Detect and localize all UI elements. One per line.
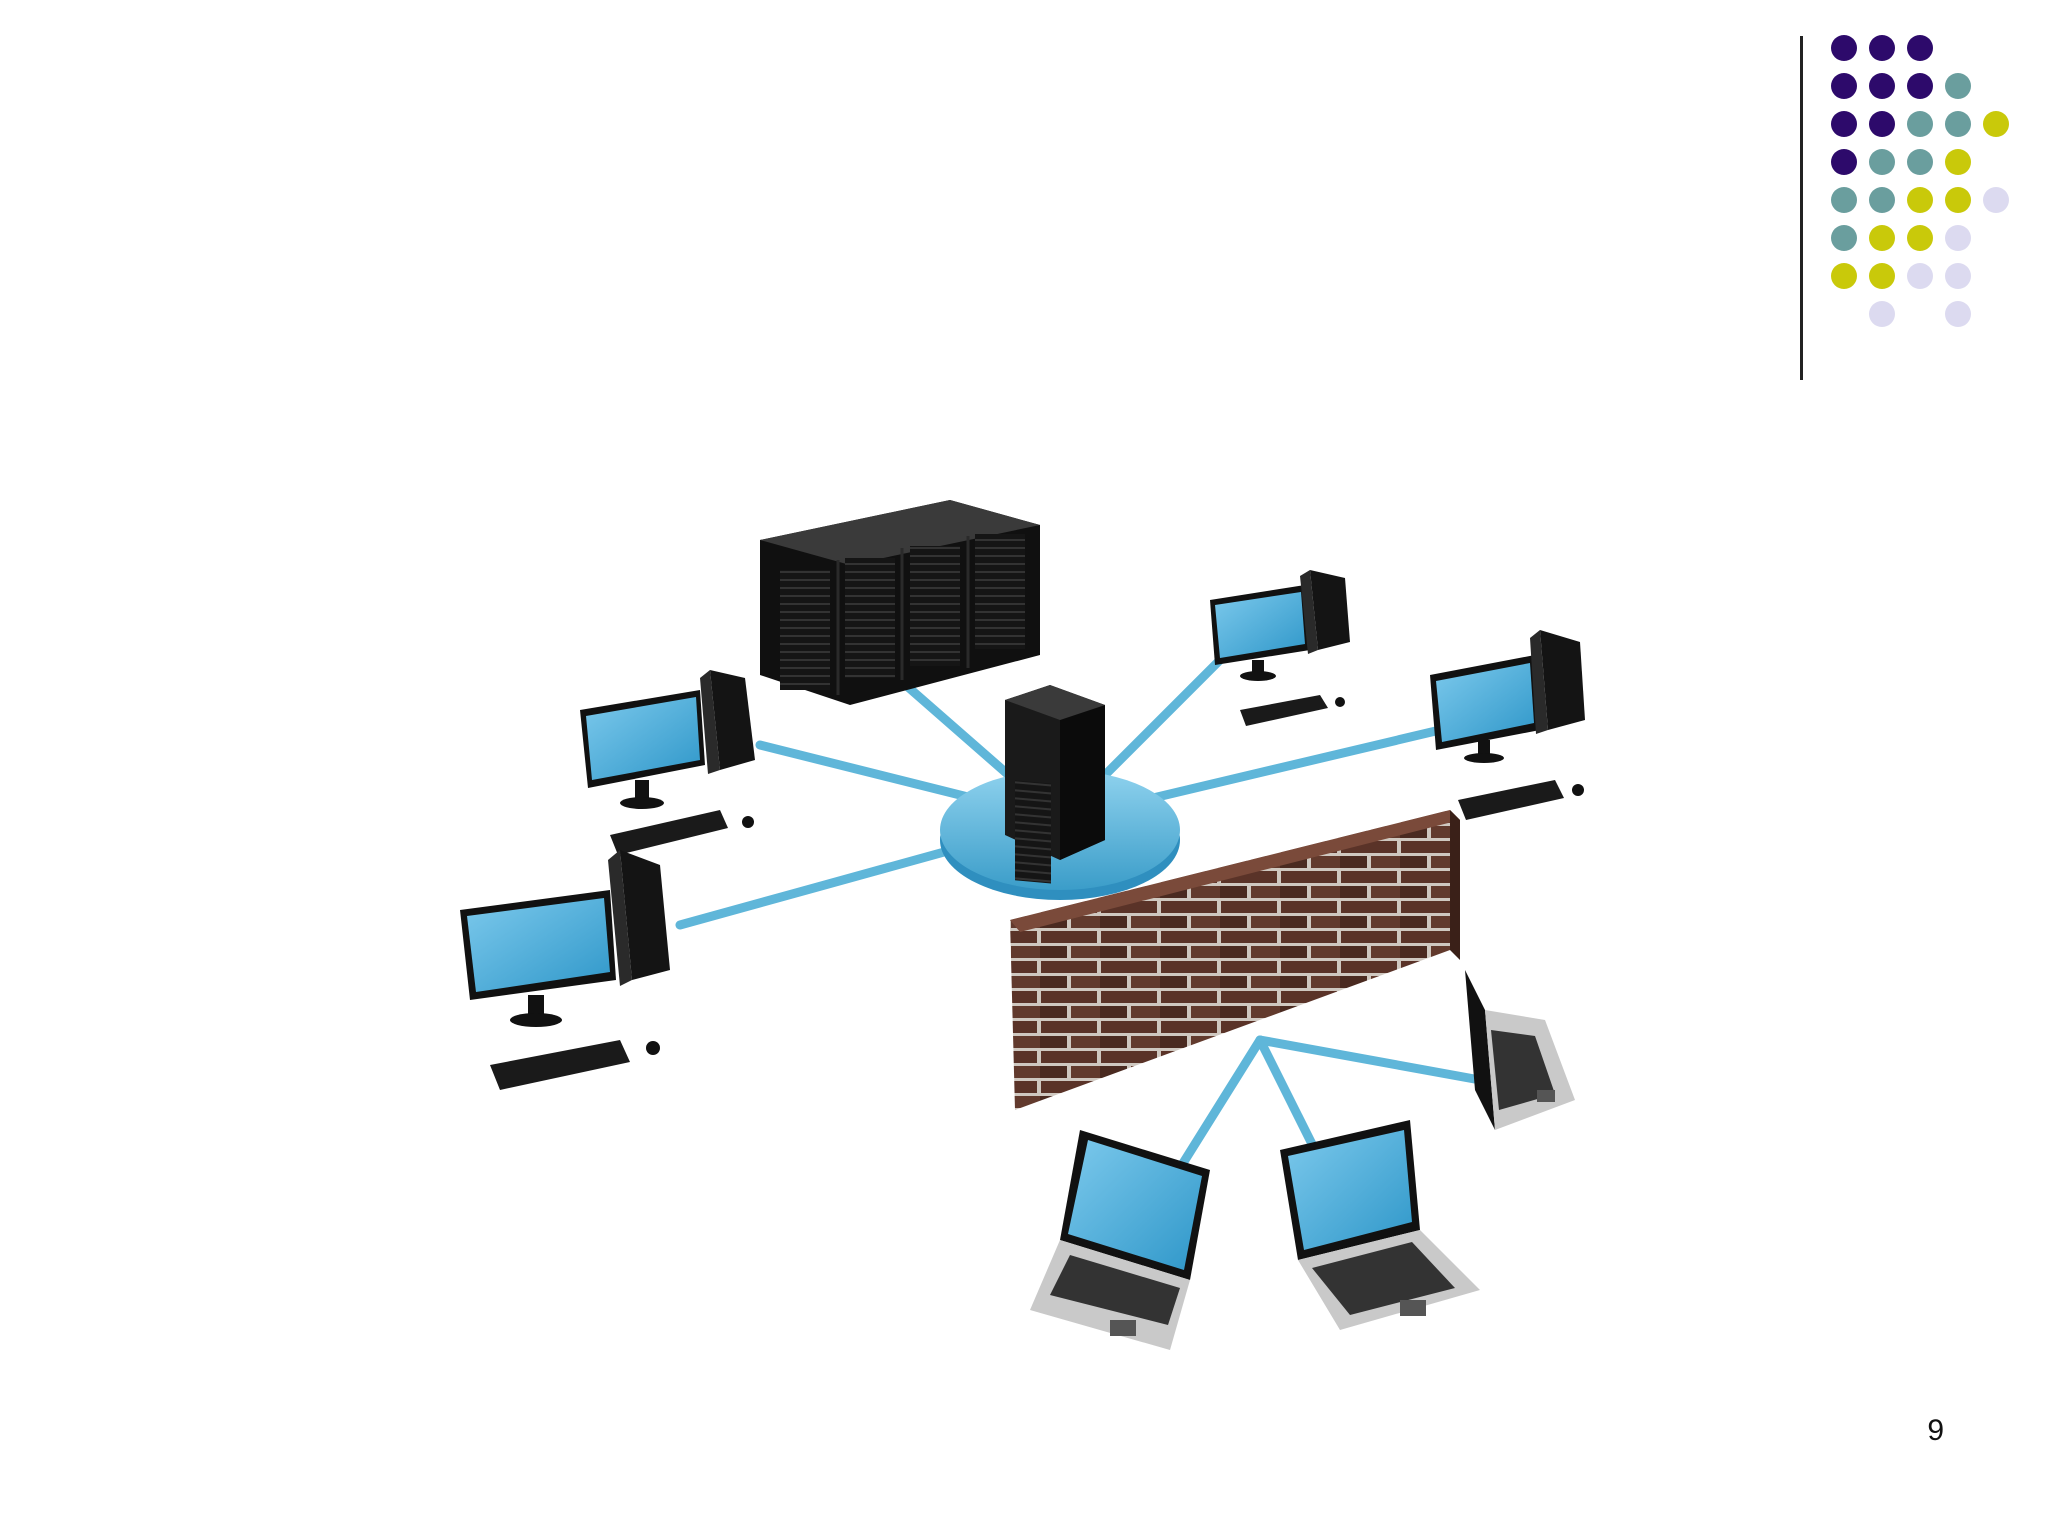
desktop-computer-icon [1430,630,1585,820]
decorative-dot [1907,73,1933,99]
decorative-dot [1907,149,1933,175]
laptop-icon [1030,1130,1210,1350]
divider-line [1800,36,1803,380]
page-number: 9 [1927,1414,1944,1448]
decorative-dot [1907,35,1933,61]
server-rack-icon [760,500,1040,705]
decorative-dot [1907,111,1933,137]
decorative-dot [1831,149,1857,175]
decorative-dot [1907,187,1933,213]
laptop-icon [1280,1120,1480,1330]
decorative-dot [1907,263,1933,289]
decorative-dot [1945,263,1971,289]
decorative-dot [1945,149,1971,175]
decorative-dot [1983,111,2009,137]
cable-laptop-right [1260,1040,1480,1080]
desktop-computer-icon [1210,570,1350,726]
decorative-dot [1907,225,1933,251]
decorative-dot [1869,73,1895,99]
decorative-dot [1831,263,1857,289]
decorative-dot [1831,187,1857,213]
decorative-dot [1945,225,1971,251]
decorative-dot [1983,187,2009,213]
decorative-dot [1869,225,1895,251]
decorative-dot [1831,35,1857,61]
decorative-dot [1869,301,1895,327]
decorative-dot [1945,73,1971,99]
decorative-dot [1945,301,1971,327]
decorative-dot [1869,263,1895,289]
decorative-dot [1869,187,1895,213]
network-diagram [440,480,1620,1360]
decorative-dot [1869,35,1895,61]
decorative-dot [1831,73,1857,99]
desktop-computer-icon [460,850,670,1090]
decorative-dot [1869,111,1895,137]
decorative-dot [1945,111,1971,137]
desktop-computer-icon [580,670,755,855]
laptop-icon [1465,970,1575,1130]
decorative-dot [1831,225,1857,251]
decorative-dot [1945,187,1971,213]
decorative-dot [1831,111,1857,137]
decorative-dot-grid [1830,30,2030,350]
decorative-dot [1869,149,1895,175]
